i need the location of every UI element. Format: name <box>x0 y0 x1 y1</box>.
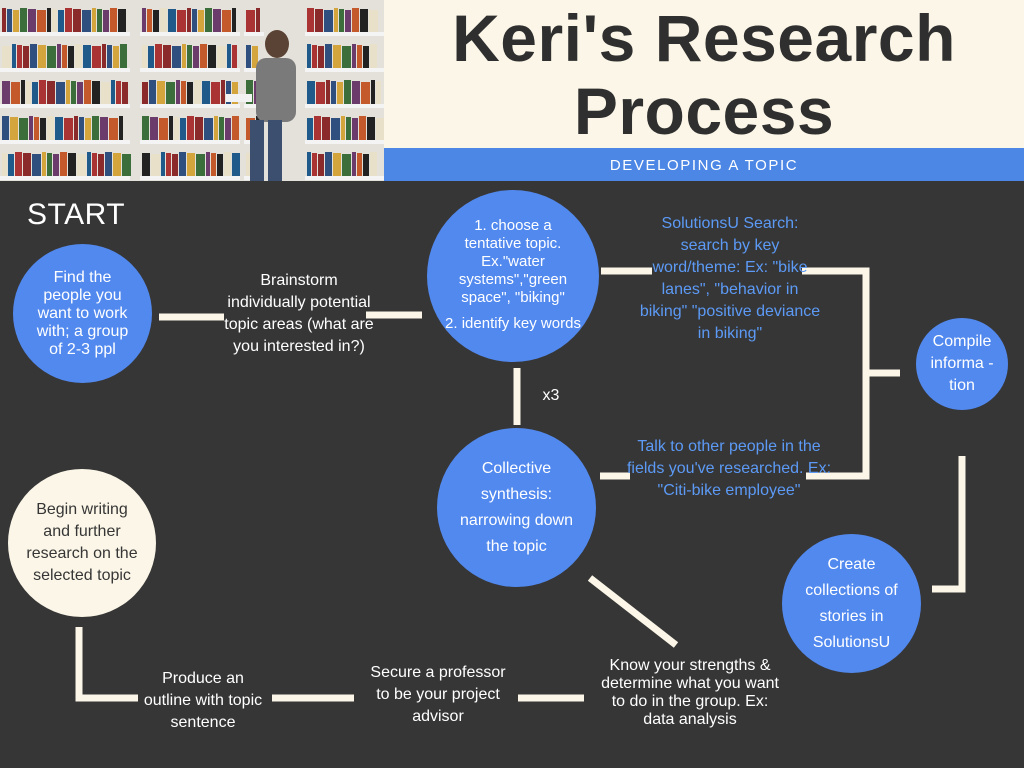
connector-outline-to-writing <box>75 627 138 702</box>
bookshelf-photo <box>0 0 384 181</box>
node-begin-writing-text: Begin writing and further research on th… <box>26 501 138 584</box>
node-begin-writing: Begin writing and further research on th… <box>8 469 156 617</box>
node-talk-to-people: Talk to other people in the fields you'v… <box>626 438 832 499</box>
title-banner <box>384 0 1024 148</box>
node-compile: Compile informa -tion <box>916 318 1008 410</box>
node-create-collections-text: Create collections of stories in Solutio… <box>805 555 898 651</box>
repeat-count-label: x3 <box>542 387 560 404</box>
node-collective-synthesis-text: Collective synthesis: narrowing down the… <box>460 459 573 555</box>
node-solutionsu-search: SolutionsU Search: search by key word/th… <box>639 215 821 342</box>
page-title: Keri's Research Process <box>452 1 956 148</box>
node-produce-outline: Produce an outline with topic sentence <box>143 670 263 731</box>
node-find-people: Find the people you want to work with; a… <box>13 244 152 383</box>
bookshelf-illustration <box>0 0 384 181</box>
connector-compile-to-collections <box>932 456 966 593</box>
node-secure-professor: Secure a professor to be your project ad… <box>370 664 506 725</box>
node-compile-text: Compile informa -tion <box>930 333 994 394</box>
connector-synthesis-to-strengths <box>587 575 679 648</box>
person-figure <box>226 30 296 181</box>
subtitle-bar <box>384 148 1024 181</box>
node-choose-topic: 1. choose a tentative topic. Ex."water s… <box>427 190 599 362</box>
page-subtitle: DEVELOPING A TOPIC <box>609 157 799 174</box>
node-identify-keywords-text: 2. identify key words <box>445 315 581 332</box>
node-collective-synthesis: Collective synthesis: narrowing down the… <box>437 428 596 587</box>
node-find-people-text: Find the people you want to work with; a… <box>36 268 129 358</box>
start-label: START <box>27 198 126 231</box>
node-choose-topic-text: 1. choose a tentative topic. Ex."water s… <box>458 217 568 306</box>
node-know-strengths: Know your strengths & determine what you… <box>601 657 779 728</box>
node-create-collections: Create collections of stories in Solutio… <box>782 534 921 673</box>
node-brainstorm: Brainstorm individually potential topic … <box>224 272 374 355</box>
